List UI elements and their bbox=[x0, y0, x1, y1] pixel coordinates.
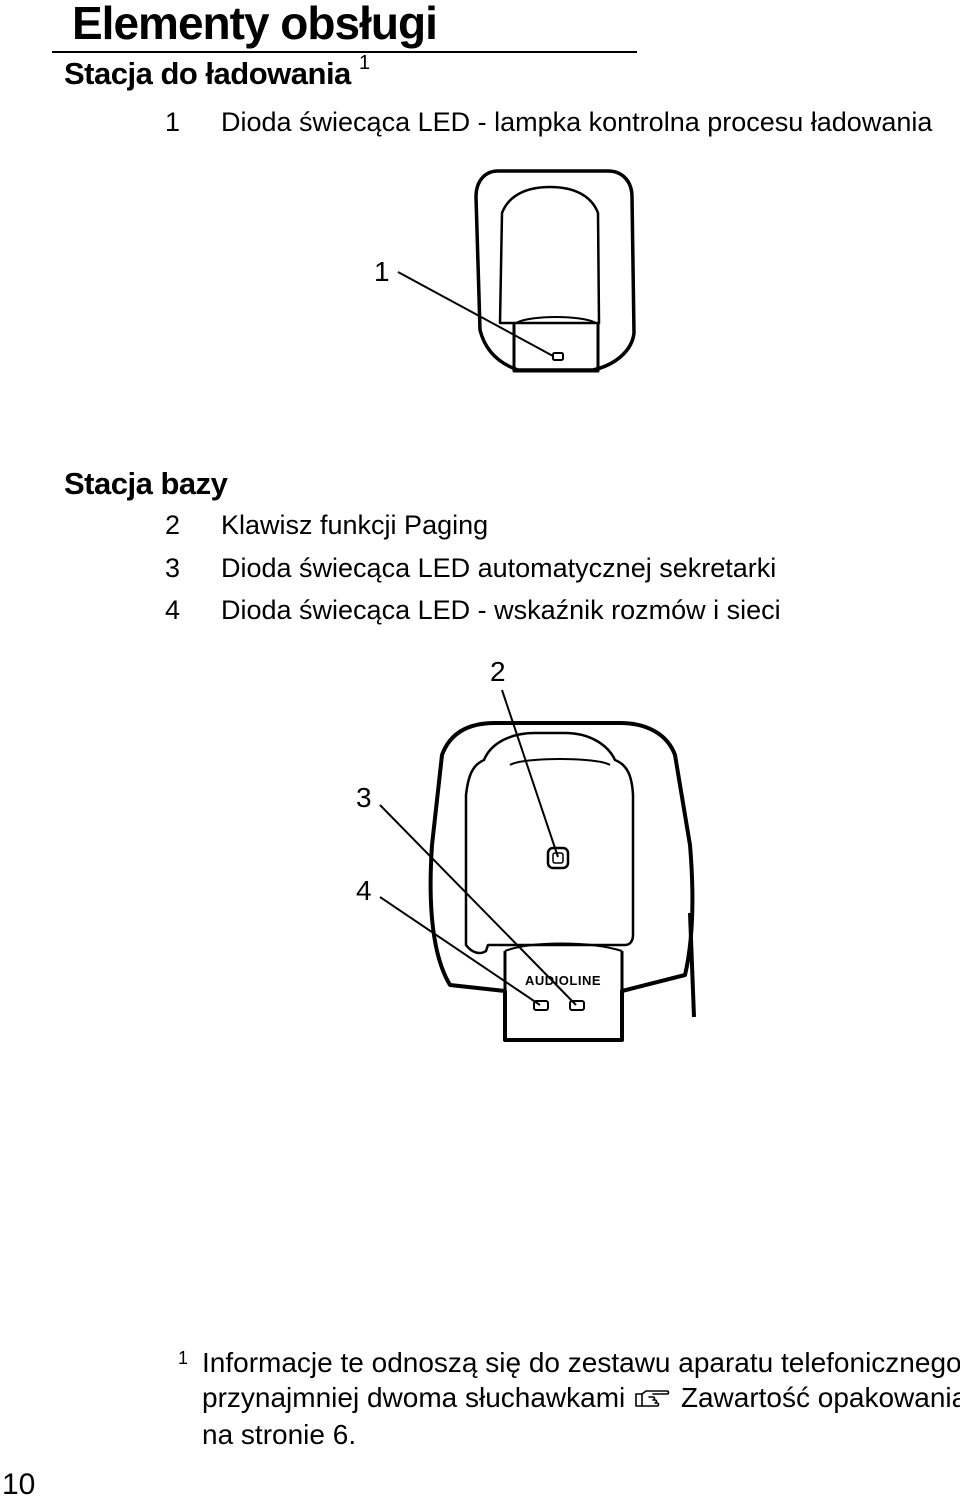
item-number: 4 bbox=[165, 595, 181, 625]
line-status-led bbox=[569, 1000, 585, 1011]
footnote-line-2: przynajmniej dwoma słuchawkami Zawartość… bbox=[178, 1380, 960, 1417]
item-label: Klawisz funkcji Paging bbox=[221, 510, 489, 540]
base-item-4: 4 Dioda świecąca LED - wskaźnik rozmów i … bbox=[165, 595, 781, 626]
base-item-2: 2 Klawisz funkcji Paging bbox=[165, 510, 488, 541]
base-outer-shell bbox=[428, 721, 695, 1042]
base-heading: Stacja bazy bbox=[64, 466, 228, 501]
item-number: 3 bbox=[165, 553, 181, 583]
base-callout-4: 4 bbox=[356, 875, 372, 906]
pointing-hand-icon bbox=[633, 1382, 673, 1417]
charger-heading-text: Stacja do ładowania bbox=[64, 56, 351, 91]
charging-station-illustration: 1 bbox=[374, 169, 636, 373]
charger-led bbox=[552, 352, 564, 361]
footnote: 1 Informacje te odnoszą się do zestawu a… bbox=[178, 1345, 960, 1452]
page-number: 10 bbox=[2, 1468, 36, 1501]
answering-machine-led bbox=[533, 1000, 549, 1011]
charger-outer-shell bbox=[474, 169, 636, 372]
item-number: 2 bbox=[165, 510, 181, 540]
footnote-mark: 1 bbox=[178, 1348, 189, 1368]
paging-button bbox=[546, 846, 570, 870]
title-underline bbox=[52, 51, 637, 53]
base-callout-2: 2 bbox=[490, 656, 506, 687]
item-label: Dioda świecąca LED automatycznej sekreta… bbox=[221, 553, 777, 583]
base-callout-3: 3 bbox=[356, 782, 372, 813]
charger-heading-footnote-ref: 1 bbox=[358, 52, 370, 74]
page-title: Elementy obsługi bbox=[72, 0, 438, 49]
charger-item-1: 1 Dioda świecąca LED - lampka kontrolna p… bbox=[165, 107, 932, 138]
item-label: Dioda świecąca LED - wskaźnik rozmów i s… bbox=[221, 595, 781, 625]
base-item-3: 3 Dioda świecąca LED automatycznej sekret… bbox=[165, 553, 776, 584]
base-front-panel bbox=[503, 951, 624, 1040]
item-label: Dioda świecąca LED - lampka kontrolna pr… bbox=[221, 107, 933, 137]
brand-logo: AUDIOLINE bbox=[525, 973, 601, 988]
base-station-illustration: AUDIOLINE 2 3 4 bbox=[356, 656, 696, 1042]
footnote-text-before-icon: przynajmniej dwoma słuchawkami bbox=[202, 1382, 626, 1413]
base-cradle bbox=[464, 731, 635, 955]
charger-callout-1: 1 bbox=[374, 256, 390, 287]
charger-front-panel bbox=[512, 323, 600, 373]
footnote-line-1: Informacje te odnoszą się do zestawu apa… bbox=[202, 1347, 960, 1378]
charger-cradle bbox=[498, 185, 601, 325]
charger-heading: Stacja do ładowania 1 bbox=[64, 52, 370, 92]
item-number: 1 bbox=[165, 107, 181, 137]
footnote-line-3: na stronie 6. bbox=[202, 1419, 357, 1451]
footnote-reference-title: Zawartość opakowania bbox=[680, 1382, 960, 1413]
